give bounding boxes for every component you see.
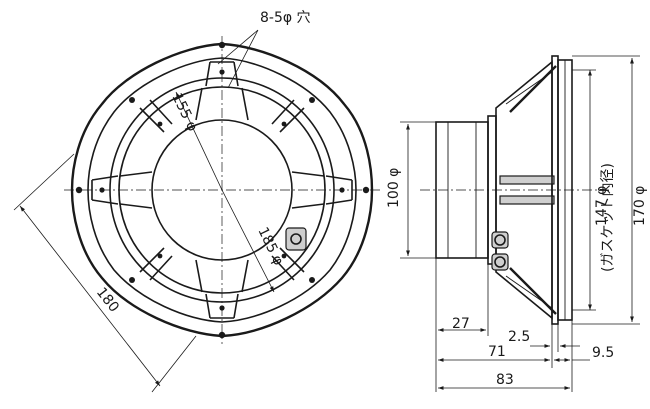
body-depth-label: 71 <box>488 344 506 360</box>
frame-inner-rim <box>87 57 357 323</box>
hole-callout-label: 8-5φ 穴 <box>260 10 311 26</box>
bolt-circle-label: 185 φ <box>254 225 286 268</box>
inner-dia-label: 155 φ <box>168 91 200 134</box>
side-view: 100 φ 147 φ (ガスケット内径) 170 φ 27 2.5 71 9.… <box>386 55 648 392</box>
mounting-hole-bottom <box>218 331 226 339</box>
gasket-depth-label: 9.5 <box>592 345 614 361</box>
bolt-circle-leader <box>221 189 275 293</box>
mounting-hole-tl <box>129 97 135 103</box>
inner-dia-leader <box>175 91 223 191</box>
front-view: 8-5φ 穴 155 φ 185 φ 180 <box>13 10 380 393</box>
side-terminals <box>491 231 509 271</box>
gasket-note: (ガスケット内径) <box>600 163 616 272</box>
flange-thickness-label: 2.5 <box>508 329 530 345</box>
frame-width-label: 180 <box>93 285 122 316</box>
mounting-hole-bl <box>129 277 135 283</box>
cone-profile-bottom <box>509 267 557 315</box>
magnet-depth-label: 27 <box>452 316 470 332</box>
cone-profile-top <box>509 65 557 113</box>
basket-spokes <box>91 61 353 319</box>
magnet-dia-label: 100 φ <box>386 168 402 208</box>
mounting-hole-tr <box>309 97 315 103</box>
frame-width-dimension <box>19 205 161 387</box>
outer-dia-label: 170 φ <box>632 186 648 226</box>
gasket-inner-label: 147 φ <box>594 186 610 226</box>
terminal-block <box>285 227 307 251</box>
hole-callout-leader <box>217 29 259 89</box>
overall-depth-label: 83 <box>496 372 514 388</box>
mounting-hole-br <box>309 277 315 283</box>
